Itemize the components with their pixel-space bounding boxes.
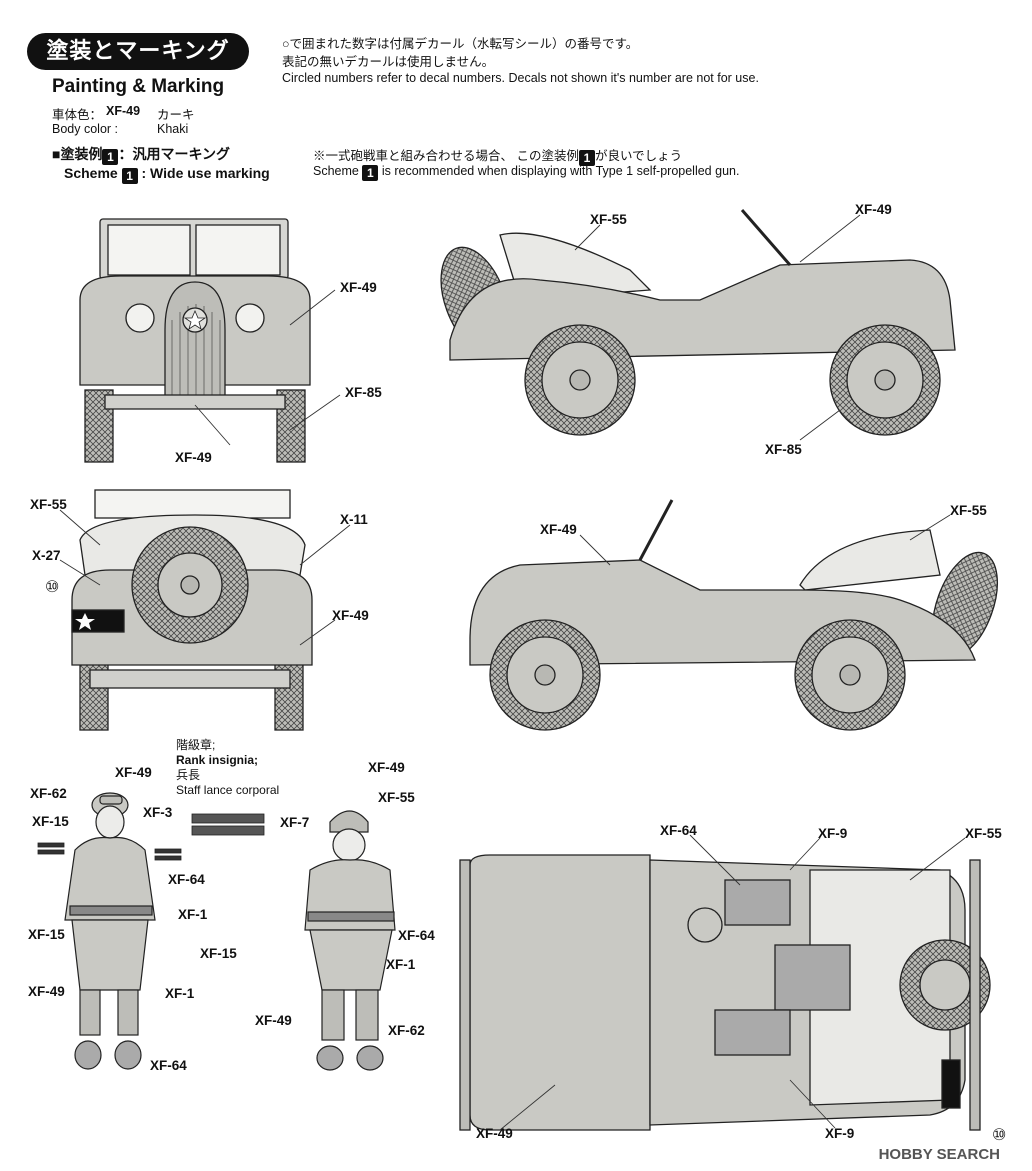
callout-fig2-xf49: XF-49 bbox=[368, 760, 405, 775]
top-view bbox=[459, 854, 991, 1131]
scheme-number-box: 1 bbox=[102, 149, 119, 165]
callout-fig1-xf7: XF-7 bbox=[280, 815, 310, 830]
note-en: Circled numbers refer to decal numbers. … bbox=[282, 71, 759, 85]
callout-fig2-xf64: XF-64 bbox=[398, 928, 435, 943]
body-color-code: XF-49 bbox=[106, 104, 141, 118]
soldier-back-figure bbox=[304, 810, 396, 1071]
callout-top-xf55: XF-55 bbox=[965, 826, 1002, 841]
recommend-jp-suffix: が良いでしょう bbox=[594, 149, 683, 163]
side-view-right bbox=[440, 209, 956, 436]
callout-fig1-xf64-b: XF-64 bbox=[150, 1058, 187, 1073]
rank-en-2: Staff lance corporal bbox=[176, 783, 280, 797]
callout-fig1-xf15-b: XF-15 bbox=[28, 927, 65, 942]
front-view bbox=[79, 218, 311, 463]
note-jp-2: 表記の無いデカールは使用しません。 bbox=[282, 55, 495, 69]
watermark-logo: HOBBY SEARCH bbox=[878, 1146, 1000, 1163]
scheme-number-box-en: 1 bbox=[121, 168, 138, 184]
decal-number-10-top: ⑩ bbox=[992, 1127, 1007, 1144]
body-color-label-en: Body color : bbox=[52, 122, 119, 136]
callout-front-xf85: XF-85 bbox=[345, 385, 382, 400]
callout-rear-xf49: XF-49 bbox=[332, 608, 369, 623]
decal-number-10-rear: ⑩ bbox=[45, 579, 60, 596]
scheme-suffix-en: : Wide use marking bbox=[141, 165, 270, 181]
callout-side1-xf55: XF-55 bbox=[590, 212, 627, 227]
recommend-number-box-en: 1 bbox=[362, 165, 379, 181]
rank-en: Rank insignia; bbox=[176, 753, 259, 767]
leader-lines bbox=[59, 214, 966, 1131]
callout-side1-xf85: XF-85 bbox=[765, 442, 802, 457]
body-color-jp: カーキ bbox=[157, 108, 195, 122]
callout-top-xf9: XF-9 bbox=[818, 826, 848, 841]
note-jp-1: ○で囲まれた数字は付属デカール（水転写シール）の番号です。 bbox=[282, 37, 639, 51]
rank-insignia-swatch bbox=[37, 813, 265, 861]
callout-fig1-xf49-b: XF-49 bbox=[28, 984, 65, 999]
callout-fig1-xf15-c: XF-15 bbox=[200, 946, 237, 961]
scheme-suffix-jp: ：汎用マーキング bbox=[118, 146, 231, 162]
scheme-title-en: Scheme 1 : Wide use marking bbox=[64, 165, 270, 184]
scheme-prefix-jp: ■塗装例 bbox=[52, 146, 103, 162]
callout-rear-x11: X-11 bbox=[340, 512, 368, 527]
callout-top-xf49: XF-49 bbox=[476, 1126, 513, 1141]
callout-fig2-xf49-b: XF-49 bbox=[255, 1013, 292, 1028]
callout-fig1-xf62: XF-62 bbox=[30, 786, 67, 801]
callout-side2-xf55: XF-55 bbox=[950, 503, 987, 518]
recommend-number-box: 1 bbox=[578, 150, 595, 166]
callout-fig1-xf15: XF-15 bbox=[32, 814, 69, 829]
callout-rear-x27: X-27 bbox=[32, 548, 61, 563]
callout-side2-xf49: XF-49 bbox=[540, 522, 577, 537]
rank-jp-2: 兵長 bbox=[176, 768, 201, 782]
callout-fig2-xf62: XF-62 bbox=[388, 1023, 425, 1038]
section-title-en: Painting & Marking bbox=[52, 76, 225, 97]
callout-fig1-xf1-b: XF-1 bbox=[165, 986, 195, 1001]
body-color-en: Khaki bbox=[157, 122, 189, 136]
side-view-left bbox=[469, 499, 998, 731]
callout-front-xf49: XF-49 bbox=[340, 280, 377, 295]
section-title-jp: 塗装とマーキング bbox=[27, 33, 249, 70]
recommend-en-prefix: Scheme bbox=[313, 164, 359, 178]
rank-jp: 階級章; bbox=[176, 738, 216, 752]
callout-side1-xf49: XF-49 bbox=[855, 202, 892, 217]
rank-insignia-label: 階級章; Rank insignia; 兵長 Staff lance corpo… bbox=[176, 738, 279, 798]
recommend-jp-prefix: ※一式砲戦車と組み合わせる場合、 この塗装例 bbox=[313, 149, 579, 163]
callout-fig1-xf3: XF-3 bbox=[143, 805, 173, 820]
soldier-front-figure bbox=[64, 792, 156, 1070]
callout-front-xf49-b: XF-49 bbox=[175, 450, 212, 465]
callout-top-xf9-b: XF-9 bbox=[825, 1126, 855, 1141]
scheme-prefix-en: Scheme bbox=[64, 165, 118, 181]
callout-fig2-xf55: XF-55 bbox=[378, 790, 415, 805]
recommend-en: Scheme 1 is recommended when displaying … bbox=[313, 164, 739, 181]
callout-fig1-xf64: XF-64 bbox=[168, 872, 205, 887]
callout-top-xf64: XF-64 bbox=[660, 823, 697, 838]
body-color-label-jp: 車体色： bbox=[52, 108, 103, 122]
callout-rear-xf55: XF-55 bbox=[30, 497, 67, 512]
callout-fig2-xf1: XF-1 bbox=[386, 957, 416, 972]
recommend-en-suffix: is recommended when displaying with Type… bbox=[381, 164, 740, 178]
rear-view bbox=[71, 489, 313, 731]
callout-fig1-xf49: XF-49 bbox=[115, 765, 152, 780]
callout-fig1-xf1: XF-1 bbox=[178, 907, 208, 922]
